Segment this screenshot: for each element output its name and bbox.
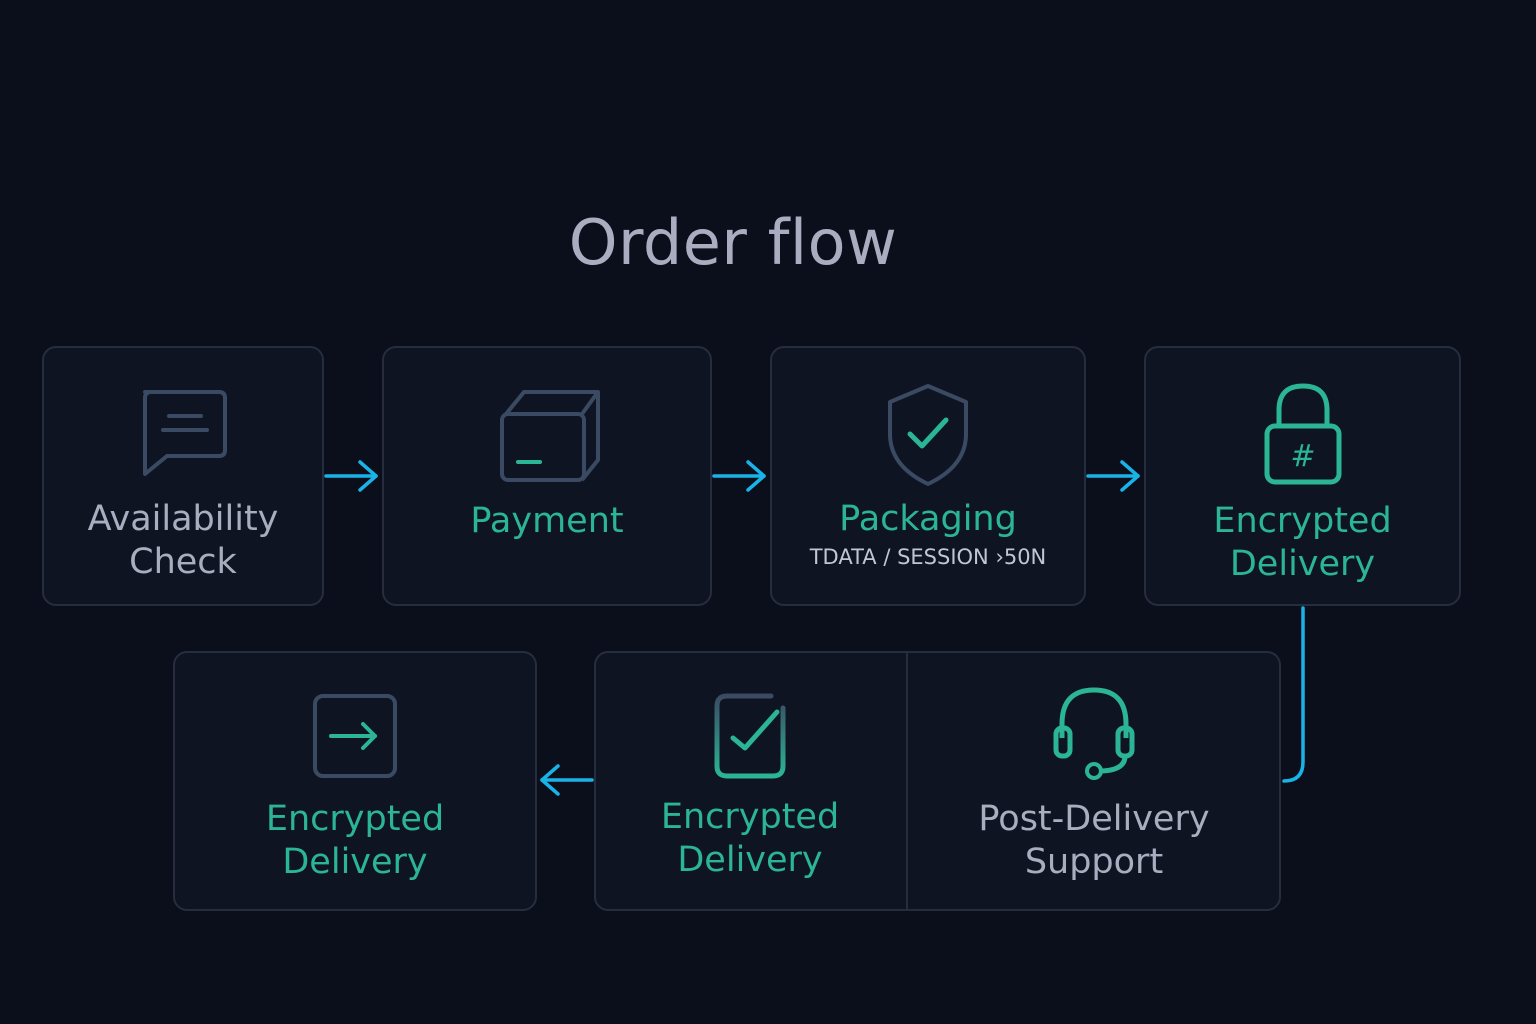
arrow-left-1 [540, 764, 594, 796]
checkbox-icon [714, 693, 786, 779]
diagram-title: Order flow [568, 206, 898, 279]
step-encrypted-delivery-3: Encrypted Delivery [594, 690, 906, 882]
step-card-packaging [770, 346, 1086, 606]
step-packaging: Packaging TDATA / SESSION ›50N [770, 382, 1086, 569]
step-card-group-delivery-support [594, 651, 1281, 911]
arrow-square-icon [313, 694, 397, 778]
step-label: Encrypted Delivery [660, 797, 840, 880]
step-label: Availability Check [87, 499, 279, 582]
step-card-payment [382, 346, 712, 606]
step-card-availability [42, 346, 324, 606]
step-payment: Payment [382, 386, 712, 543]
elbow-connector-down [1282, 606, 1305, 783]
svg-text:#: # [1290, 439, 1315, 474]
arrow-right-2 [712, 460, 766, 492]
step-sublabel: TDATA / SESSION ›50N [809, 545, 1047, 569]
step-encrypted-delivery-1: # Encrypted Delivery [1144, 382, 1461, 586]
step-label: Encrypted Delivery [265, 799, 445, 882]
arrow-right-3 [1086, 460, 1140, 492]
arrow-right-1 [324, 460, 378, 492]
step-label: Post-Delivery Support [978, 799, 1210, 882]
chat-bubble-icon [143, 390, 227, 476]
card-box-icon [500, 390, 600, 482]
step-card-encrypted-delivery-1 [1144, 346, 1461, 606]
shield-check-icon [888, 384, 968, 486]
step-label: Encrypted Delivery [1213, 501, 1392, 584]
step-availability-check: Availability Check [42, 388, 324, 584]
padlock-hash-icon: # [1264, 383, 1341, 485]
step-encrypted-delivery-2: Encrypted Delivery [173, 692, 537, 884]
headset-icon [1053, 687, 1135, 780]
step-label: Payment [470, 501, 624, 541]
step-post-delivery-support: Post-Delivery Support [908, 684, 1280, 884]
card-divider [906, 653, 908, 909]
step-label: Packaging [839, 499, 1017, 539]
